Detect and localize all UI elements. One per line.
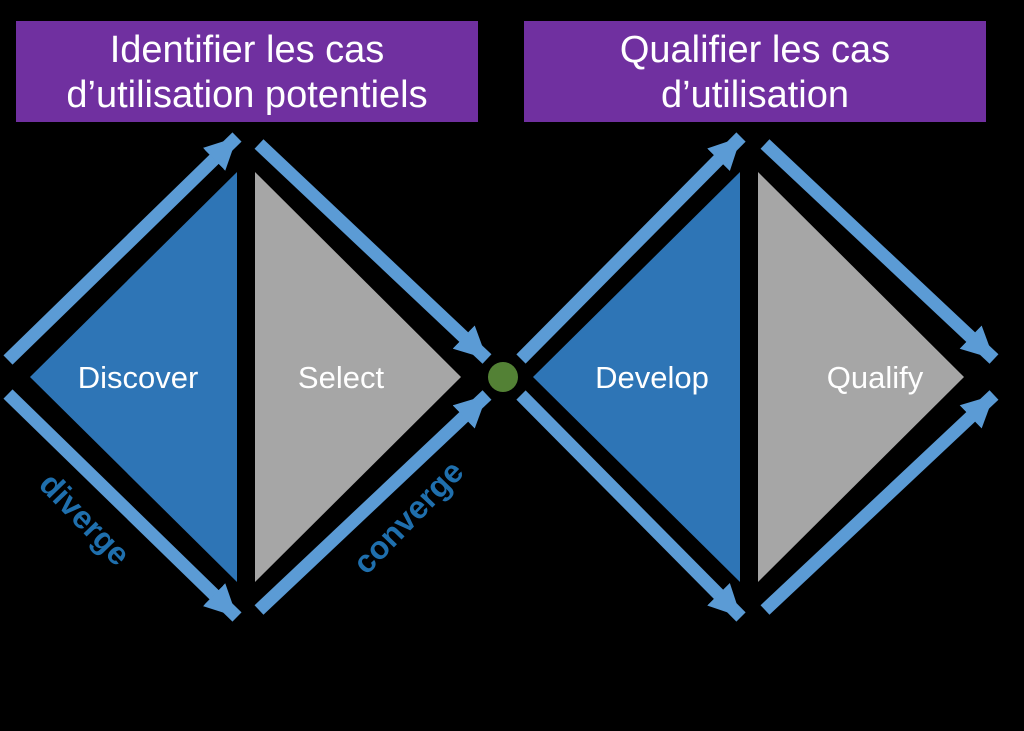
develop-label: Develop — [595, 360, 709, 395]
arrow-diverge-bottom-icon — [3, 389, 242, 622]
arrow-qualify-converge-bottom-icon — [760, 390, 999, 615]
header-qualify-line2: d’utilisation — [661, 74, 849, 116]
arrow-converge-bottom-icon — [254, 390, 492, 615]
select-triangle — [255, 172, 461, 582]
qualify-label: Qualify — [827, 360, 924, 395]
select-label: Select — [298, 360, 385, 395]
milestone-dot — [488, 362, 518, 392]
discover-triangle — [30, 172, 237, 582]
header-box-qualify — [524, 21, 986, 122]
arrow-develop-diverge-bottom-icon — [516, 390, 746, 622]
discover-label: Discover — [78, 360, 199, 395]
arrow-qualify-converge-top-icon — [760, 139, 999, 364]
qualify-triangle — [758, 172, 964, 582]
develop-triangle — [533, 172, 740, 582]
arrow-diverge-top-icon — [3, 132, 242, 365]
header-box-identify — [16, 21, 478, 122]
header-qualify-line1: Qualifier les cas — [620, 29, 890, 71]
arrow-develop-diverge-top-icon — [516, 132, 746, 364]
header-identify-line2: d’utilisation potentiels — [66, 74, 427, 116]
arrow-converge-top-icon — [254, 139, 492, 364]
header-identify-line1: Identifier les cas — [110, 29, 385, 71]
